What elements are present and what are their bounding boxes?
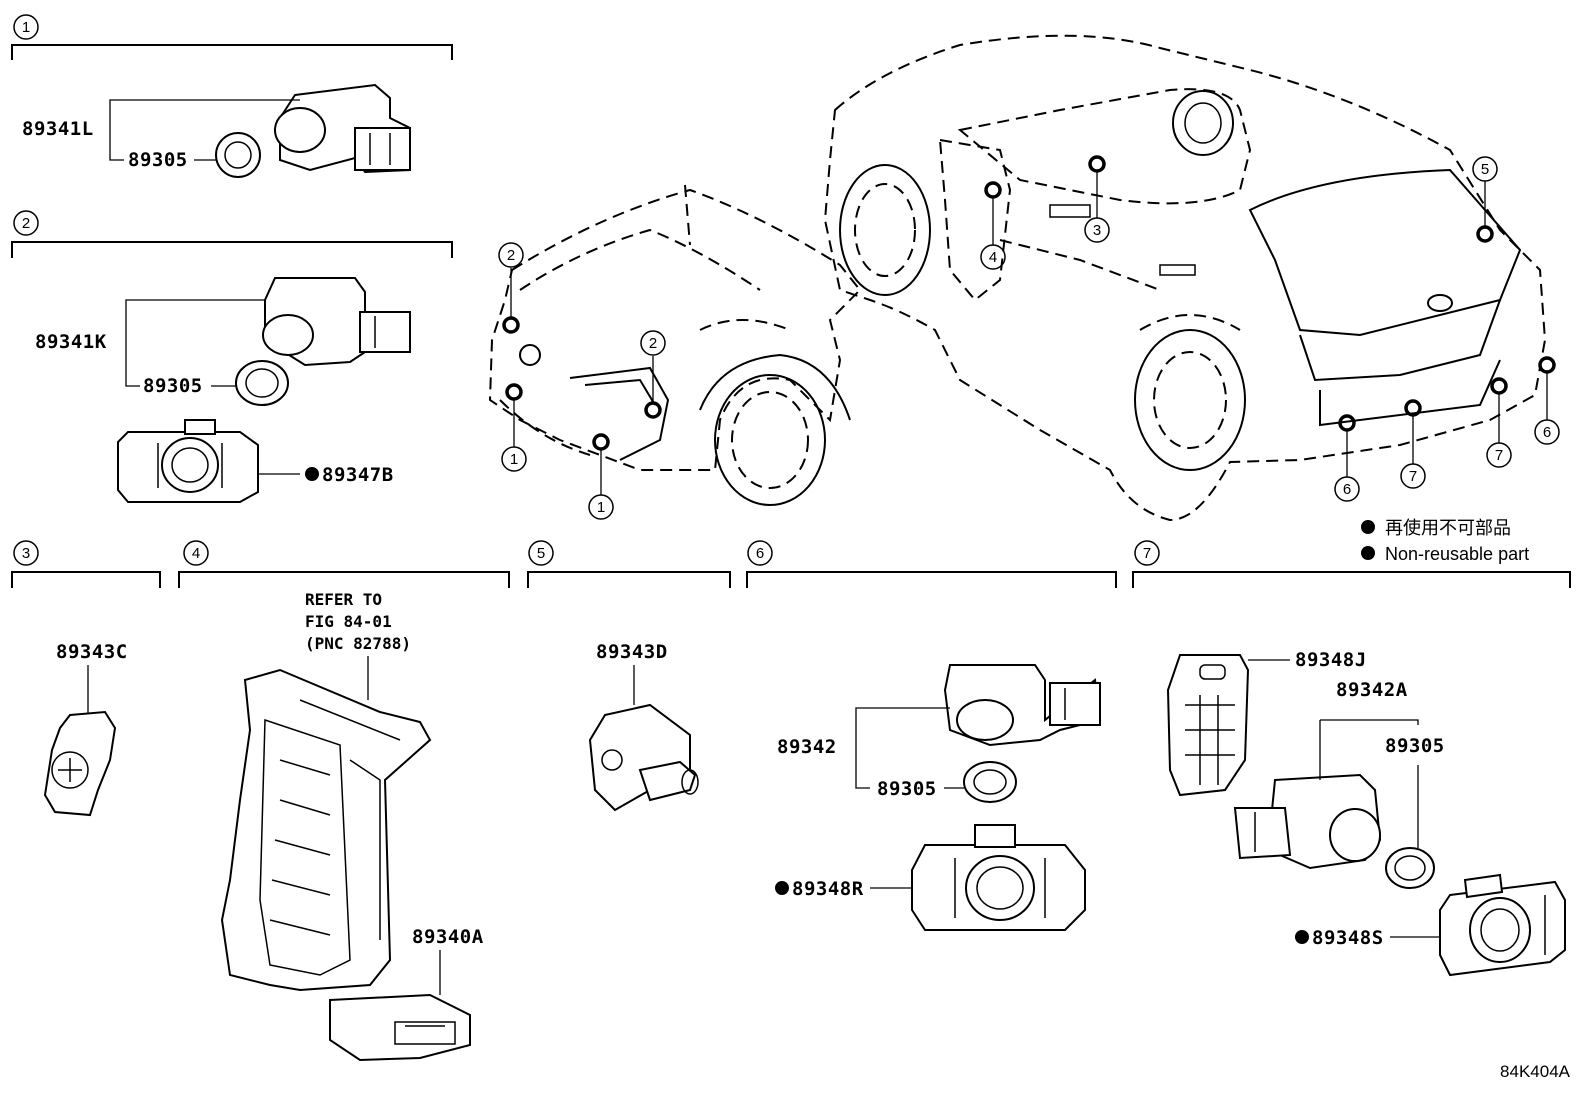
sensor-89342A — [1233, 773, 1382, 870]
svg-text:4: 4 — [989, 249, 997, 266]
svg-text:3: 3 — [22, 545, 30, 562]
label-89343C: 89343C — [56, 641, 128, 663]
refer-line-1: REFER TO — [305, 590, 382, 609]
sensor-89342 — [943, 664, 1102, 747]
bracket-89348J — [1166, 654, 1250, 797]
non-reusable-mark-89347B — [305, 467, 319, 481]
leaders-s6 — [855, 707, 964, 889]
section-4-header: 4 — [178, 540, 510, 588]
label-89348S: 89348S — [1312, 927, 1384, 949]
svg-text:6: 6 — [1343, 481, 1351, 498]
label-89341K: 89341K — [35, 331, 107, 353]
svg-text:5: 5 — [1481, 161, 1489, 178]
svg-text:1: 1 — [510, 451, 518, 468]
refer-line-2: FIG 84-01 — [305, 612, 392, 631]
label-89347B: 89347B — [322, 464, 394, 486]
car-callouts: 2 2 1 1 4 3 5 6 — [498, 155, 1560, 520]
label-89342A: 89342A — [1336, 679, 1408, 701]
svg-text:3: 3 — [1093, 222, 1101, 239]
leaders-s7 — [1248, 659, 1440, 938]
non-reusable-mark-89348S — [1295, 930, 1309, 944]
section-2-header: 2 — [11, 210, 453, 258]
svg-text:2: 2 — [507, 247, 515, 264]
svg-text:2: 2 — [649, 335, 657, 352]
section-6-header: 6 — [746, 540, 1117, 588]
refer-line-3: (PNC 82788) — [305, 634, 411, 653]
grommet-89305-s7 — [1385, 847, 1435, 889]
section-1-header: 1 — [11, 14, 453, 60]
figure-code: 84K404A — [1500, 1062, 1571, 1081]
sensor-89341L — [274, 83, 411, 174]
grommet-89305-s6 — [963, 761, 1017, 803]
section-7-header: 7 — [1132, 540, 1571, 588]
label-89305-s7: 89305 — [1385, 735, 1445, 757]
sensor-89343C — [43, 665, 117, 817]
label-89343D: 89343D — [596, 641, 668, 663]
svg-text:1: 1 — [597, 499, 605, 516]
label-89305-s1: 89305 — [128, 149, 188, 171]
leaders-s2 — [125, 299, 300, 475]
legend-japanese: 再使用不可部品 — [1385, 518, 1511, 538]
section-5-header: 5 — [527, 540, 731, 588]
label-89348J: 89348J — [1295, 649, 1367, 671]
svg-text:4: 4 — [192, 545, 200, 562]
svg-text:6: 6 — [756, 545, 764, 562]
label-89305-s6: 89305 — [877, 778, 937, 800]
non-reusable-mark-89348R — [775, 881, 789, 895]
bezel-89348R — [911, 824, 1086, 931]
grommet-89305-s1 — [215, 132, 261, 178]
label-89342: 89342 — [777, 736, 837, 758]
bracket-assembly — [220, 668, 432, 992]
grommet-89305-s2 — [235, 360, 289, 406]
leaders-s1 — [109, 99, 300, 161]
legend-english: Non-reusable part — [1385, 544, 1529, 564]
label-89348R: 89348R — [792, 878, 864, 900]
car-front-illustration — [488, 184, 862, 506]
svg-text:1: 1 — [22, 19, 30, 36]
legend: 再使用不可部品 Non-reusable part — [1361, 518, 1529, 564]
svg-text:6: 6 — [1543, 424, 1551, 441]
bezel-89348S — [1439, 873, 1566, 977]
svg-text:7: 7 — [1143, 545, 1151, 562]
car-rear-illustration — [823, 34, 1547, 522]
sensor-89341K — [262, 277, 411, 367]
label-89341L: 89341L — [22, 118, 94, 140]
svg-text:5: 5 — [537, 545, 545, 562]
svg-text:7: 7 — [1409, 468, 1417, 485]
label-89305-s2: 89305 — [143, 375, 203, 397]
ecu-89340A — [329, 950, 471, 1062]
bezel-89347B — [117, 419, 259, 503]
sensor-89343D — [588, 665, 699, 812]
svg-text:2: 2 — [22, 215, 30, 232]
svg-text:7: 7 — [1495, 447, 1503, 464]
label-89340A: 89340A — [412, 926, 484, 948]
section-3-header: 3 — [11, 540, 161, 588]
